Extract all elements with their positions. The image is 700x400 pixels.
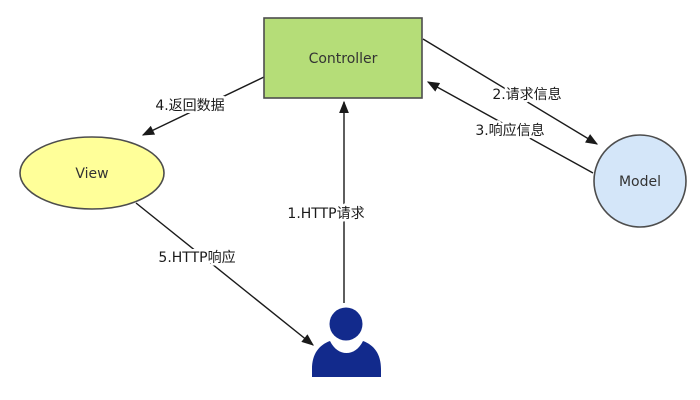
label-request-info: 2.请求信息 — [492, 86, 561, 103]
label-return-data: 4.返回数据 — [155, 98, 224, 114]
edge-return-data — [141, 76, 265, 136]
node-model: Model — [593, 134, 687, 228]
person-head — [329, 307, 363, 341]
person-body — [312, 341, 381, 377]
node-view: View — [19, 136, 165, 210]
model-circle — [593, 134, 687, 228]
edge-group — [135, 38, 599, 346]
controller-label: Controller — [309, 51, 378, 67]
model-label: Model — [619, 174, 661, 190]
person-icon — [312, 307, 381, 377]
label-http-request: 1.HTTP请求 — [287, 206, 364, 222]
edge-labels: 1.HTTP请求 2.请求信息 3.响应信息 4.返回数据 5.HTTP响应 — [153, 84, 564, 269]
edge-request-info — [422, 38, 599, 145]
node-controller: Controller — [263, 17, 423, 99]
edge-response-info — [426, 81, 594, 174]
label-response-info: 3.响应信息 — [475, 122, 544, 139]
label-http-response: 5.HTTP响应 — [158, 249, 235, 266]
controller-box — [263, 17, 423, 99]
view-label: View — [75, 166, 108, 182]
edge-http-response — [135, 202, 314, 346]
view-ellipse — [19, 136, 165, 210]
